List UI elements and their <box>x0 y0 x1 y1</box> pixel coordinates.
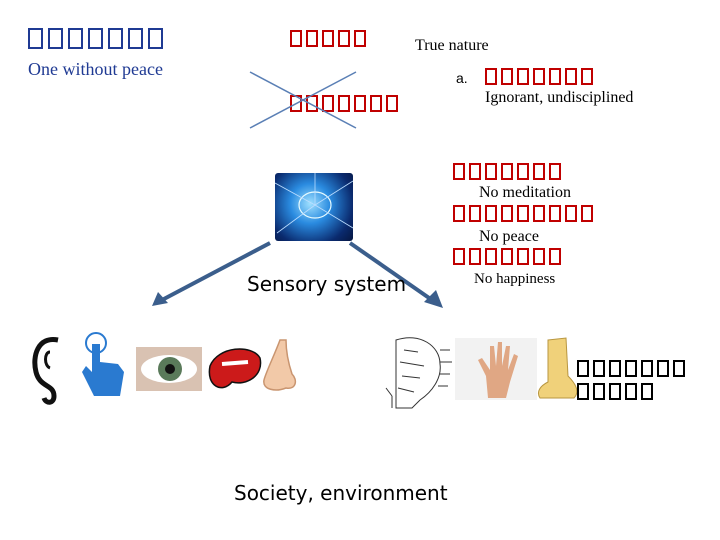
nose-icon <box>263 339 297 391</box>
hand-icon <box>455 338 537 400</box>
mouth-icon <box>208 348 262 389</box>
sensory-system-label: Sensory system <box>247 272 407 296</box>
happiness-glyphs <box>453 248 565 265</box>
title-glyphs <box>28 28 168 49</box>
subtitle: One without peace <box>28 59 163 79</box>
touch-hand-icon <box>82 332 124 396</box>
meditation-glyphs <box>453 163 565 180</box>
list-marker: a. <box>456 70 468 86</box>
senses-glyphs-line1 <box>577 360 689 377</box>
no-peace-label: No peace <box>479 228 539 245</box>
item-a-glyphs <box>485 68 597 85</box>
ear-icon <box>32 337 59 405</box>
item-a-desc: Ignorant, undisciplined <box>485 89 634 106</box>
society-environment-label: Society, environment <box>234 481 448 505</box>
no-meditation-label: No meditation <box>479 184 571 201</box>
peace-glyphs <box>453 205 597 222</box>
brain-icon <box>275 173 353 241</box>
no-happiness-label: No happiness <box>474 271 556 287</box>
crossed-glyphs <box>290 95 402 112</box>
eye-icon <box>136 347 202 391</box>
foot-icon <box>537 337 578 399</box>
anatomy-head-icon <box>385 337 452 409</box>
true-nature-label: True nature <box>415 37 489 54</box>
top-glyphs <box>290 30 370 47</box>
senses-glyphs-line2 <box>577 383 657 400</box>
